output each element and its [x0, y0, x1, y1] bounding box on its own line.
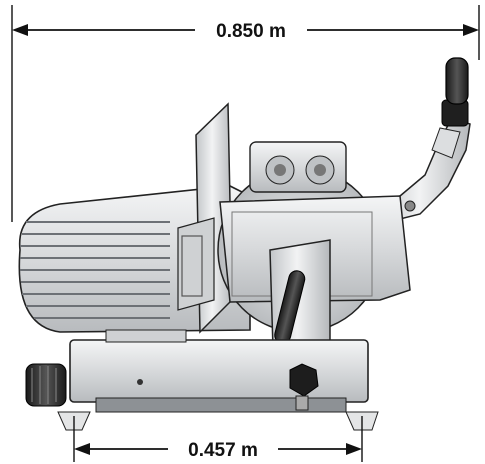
machine-base: [25, 329, 379, 431]
product-pusher: [177, 102, 233, 334]
arrow-right-icon: [463, 24, 479, 36]
carriage-arm: [376, 57, 471, 223]
overall-width-label: 0.850 m: [216, 21, 286, 42]
arrow-left-icon: [74, 443, 90, 455]
arrow-left-icon: [12, 24, 28, 36]
base-width-dimension: 0.457 m: [73, 416, 363, 462]
lock-knob-icon: [289, 363, 319, 397]
overall-width-dimension: 0.850 m: [11, 5, 480, 222]
arrow-right-icon: [346, 443, 362, 455]
base-width-label: 0.457 m: [188, 440, 258, 461]
handle-grip-icon: [445, 57, 469, 105]
